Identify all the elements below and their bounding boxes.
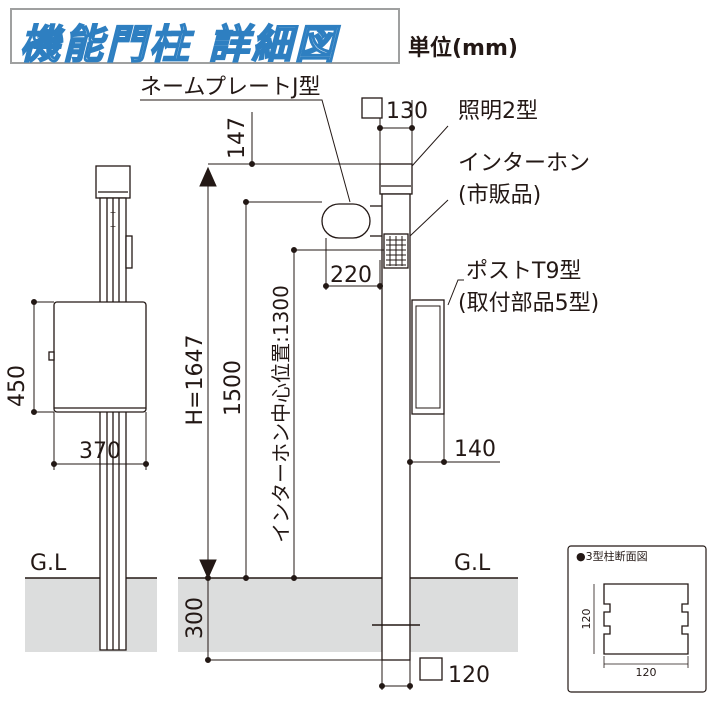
leader-lines (140, 99, 464, 306)
total-height-label: H=1647 (183, 335, 208, 426)
title-box: 機能門柱 詳細図 (10, 8, 400, 69)
post-label: ポストT9型 (466, 259, 581, 284)
gl-label-left: G.L (30, 551, 67, 576)
section-diagram: ●3型柱断面図 120 120 (567, 545, 707, 693)
dim-450 (31, 299, 54, 415)
intercom-grille (386, 236, 406, 266)
section-width-label: 120 (636, 666, 657, 679)
unit-label: 単位(mm) (408, 36, 518, 61)
underground-label: 300 (183, 597, 208, 639)
column-size-label: 120 (448, 663, 490, 688)
post-offset-label: 140 (454, 437, 496, 462)
square-symbol-130 (361, 97, 383, 119)
svg-text:+: + (110, 222, 117, 231)
top-offset-label: 147 (225, 117, 250, 159)
dim-370 (51, 412, 149, 470)
side-intercom (125, 235, 133, 269)
dim-370-label: 370 (79, 439, 121, 464)
dim-450-label: 450 (5, 365, 30, 407)
front-mailbox (411, 299, 445, 415)
intercom-center-label: インターホン中心位置:1300 (269, 285, 293, 543)
svg-text:+: + (110, 208, 117, 217)
side-light (95, 165, 131, 199)
square-symbol-120 (419, 657, 443, 681)
light-size-label: 130 (386, 99, 428, 124)
front-column (381, 193, 411, 661)
ground-left (25, 578, 157, 652)
nameplate-label: ネームプレートJ型 (140, 75, 321, 100)
section-title: ●3型柱断面図 (576, 549, 648, 563)
side-view: + + (48, 165, 147, 651)
front-light (379, 163, 413, 195)
section-profile (603, 583, 689, 655)
ground-right (178, 578, 518, 652)
gl-label-right: G.L (454, 551, 491, 576)
side-mailbox (53, 301, 147, 413)
front-dimension-lines (199, 100, 500, 690)
intercom-label: インターホン (458, 151, 590, 176)
intercom-sub-label: (市販品) (458, 183, 541, 208)
section-height-label: 120 (580, 609, 593, 630)
light-label: 照明2型 (458, 99, 538, 124)
front-nameplate (321, 203, 371, 239)
front-view (321, 163, 445, 661)
nameplate-width-label: 220 (330, 263, 372, 288)
height-1500-label: 1500 (221, 360, 246, 416)
post-sub-label: (取付部品5型) (458, 291, 599, 316)
page-title: 機能門柱 詳細図 (19, 21, 338, 69)
